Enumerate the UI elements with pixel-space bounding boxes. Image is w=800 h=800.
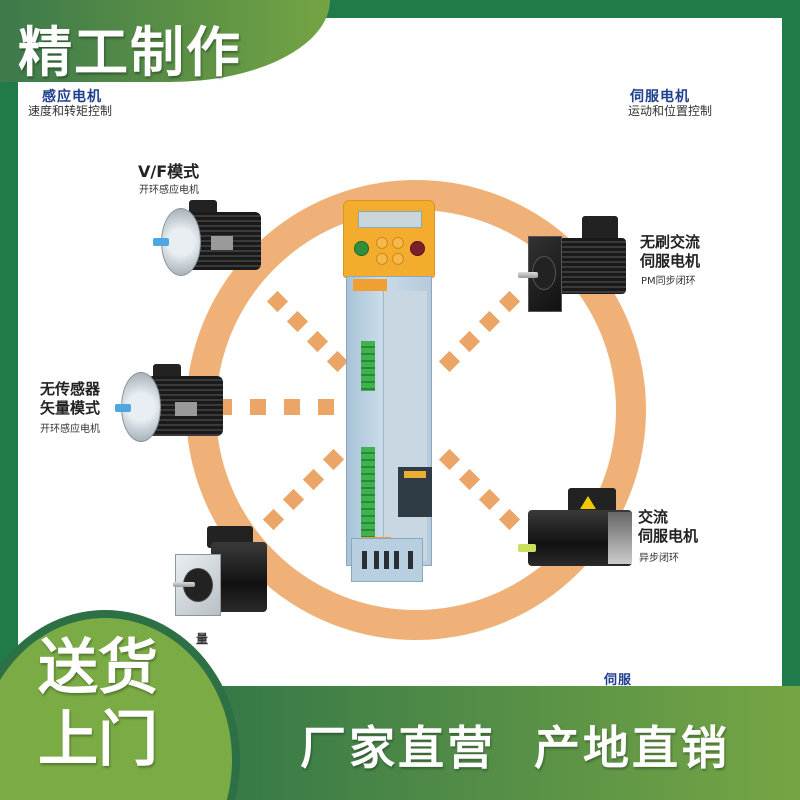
delivery-badge-line1: 送货 xyxy=(38,633,158,703)
vf-mode-subtitle: 开环感应电机 xyxy=(139,185,199,196)
drive-keypad xyxy=(343,200,435,278)
brushless-servo-motor-image xyxy=(518,216,628,316)
sensorless-title-line1: 无传感器 xyxy=(40,380,101,398)
ac-servo-subtitle: 异步闭环 xyxy=(639,553,679,564)
closed-loop-motor-image xyxy=(173,526,273,622)
drive-lcd xyxy=(358,211,422,228)
induction-motor-image-vf xyxy=(153,198,265,280)
vf-mode-title: V/F模式 xyxy=(138,162,200,181)
brushless-servo-title-line2: 伺服电机 xyxy=(640,252,701,270)
ac-servo-title-line2: 伺服电机 xyxy=(638,527,699,545)
brushless-servo-title-line1: 无刷交流 xyxy=(640,233,701,251)
closed-loop-partial-label: 量 xyxy=(196,632,209,646)
delivery-badge-line2: 上门 xyxy=(38,705,158,775)
servo-motor-title: 伺服电机 xyxy=(630,89,690,105)
delivery-badge-text: 送货 上门 xyxy=(38,632,178,776)
drive-unit-image xyxy=(343,200,435,582)
brushless-servo-subtitle: PM同步闭环 xyxy=(641,276,696,287)
bottom-slogan: 厂家直营 产地直销 xyxy=(300,721,731,775)
top-banner-text: 精工制作 xyxy=(18,21,242,84)
content-panel: 感应电机 速度和转矩控制 伺服电机 运动和位置控制 V/F模式 开环感应电机 无… xyxy=(18,18,782,688)
servo-motor-subtitle: 运动和位置控制 xyxy=(628,104,713,118)
induction-motor-image-sensorless xyxy=(115,362,225,446)
induction-motor-title: 感应电机 xyxy=(42,89,102,105)
ac-servo-title-line1: 交流 xyxy=(638,508,669,526)
sensorless-subtitle: 开环感应电机 xyxy=(40,424,100,435)
ac-servo-motor-image xyxy=(518,488,636,578)
sensorless-title-line2: 矢量模式 xyxy=(40,399,101,417)
induction-motor-subtitle: 速度和转矩控制 xyxy=(28,104,113,118)
servo-partial-caption: 伺服 xyxy=(604,673,633,688)
